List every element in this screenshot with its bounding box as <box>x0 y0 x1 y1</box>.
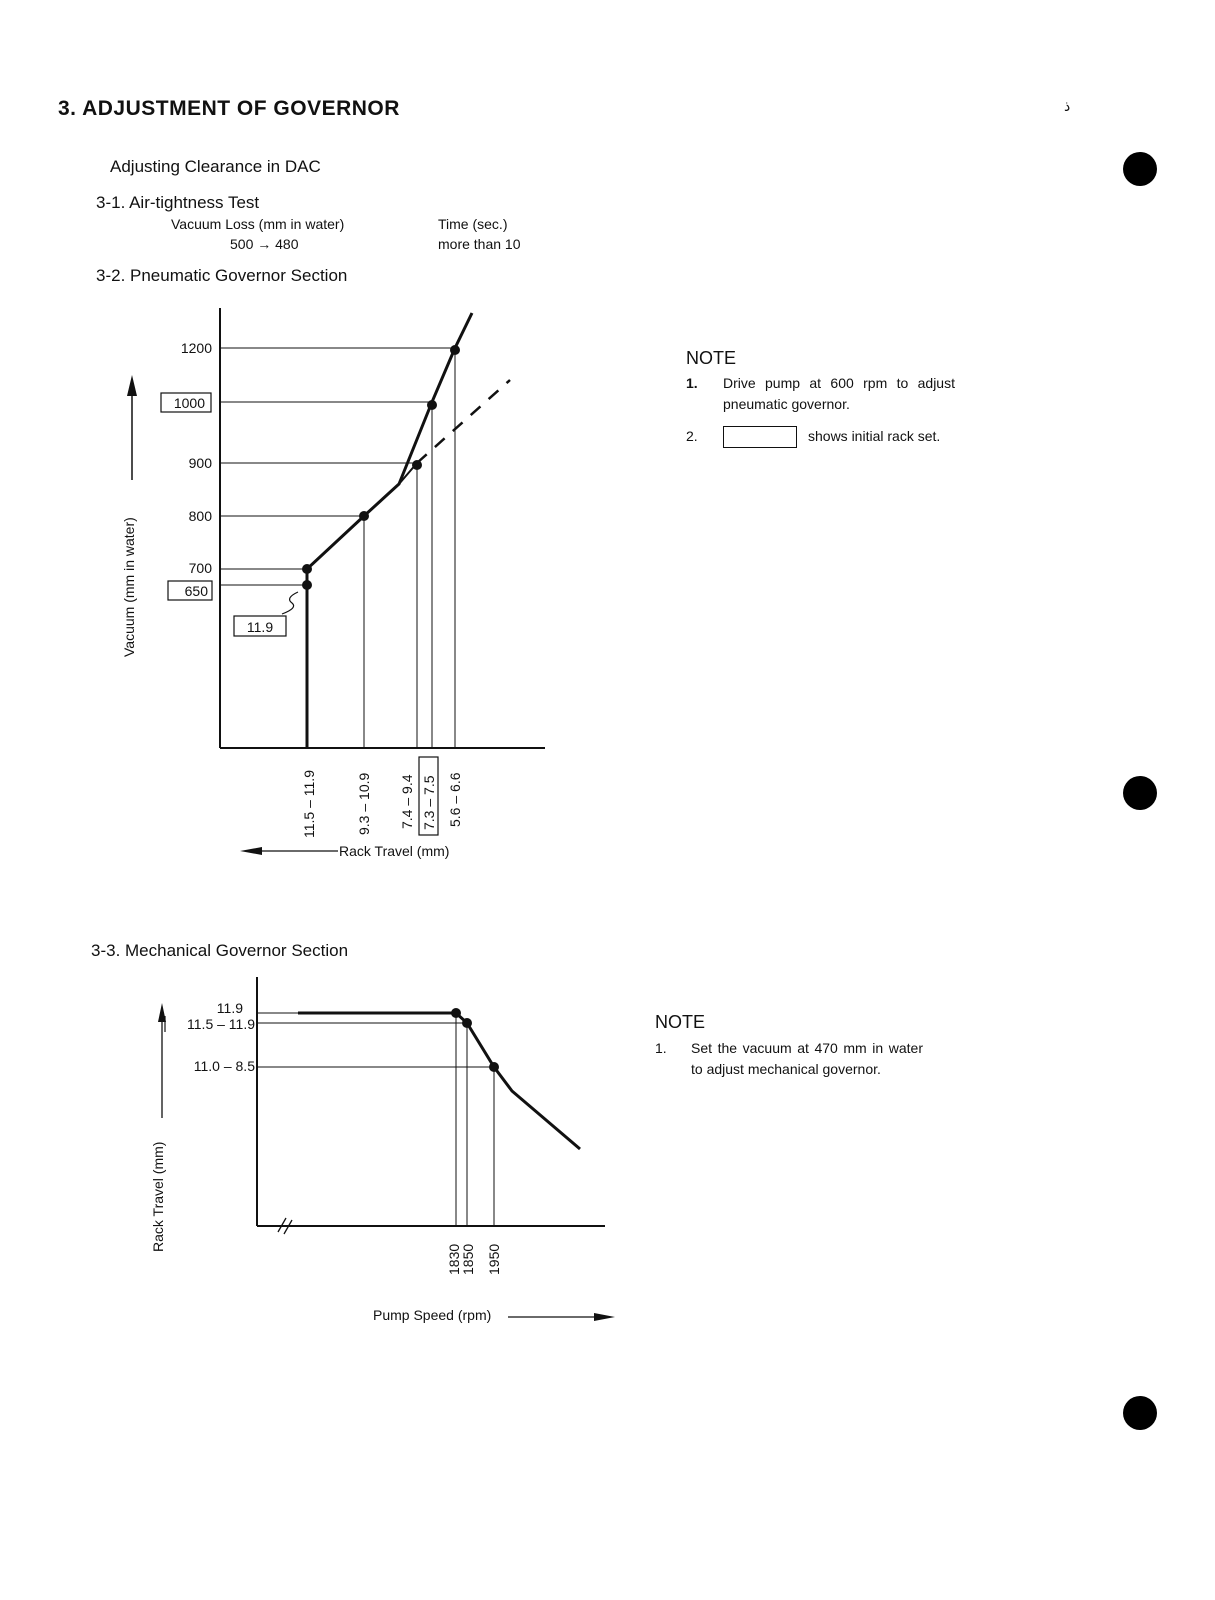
pneumatic-chart: Vacuum (mm in water) 1200 1000 900 800 7… <box>121 308 545 859</box>
punch-hole-bottom <box>1123 1396 1157 1430</box>
pneu-callout-box <box>233 615 287 637</box>
pneu-xtick-2: 9.3 – 10.9 <box>356 773 372 835</box>
mech-point-1830 <box>451 1008 461 1018</box>
mech-point-1950 <box>489 1062 499 1072</box>
section-title: 3. ADJUSTMENT OF GOVERNOR <box>58 97 400 120</box>
mech-ytick-11.9: 11.9 <box>217 1000 243 1016</box>
pneu-note-2-box <box>723 426 797 448</box>
pneu-point-650 <box>302 580 312 590</box>
pneu-ytick-650: 650 <box>185 583 209 599</box>
mech-point-1850 <box>462 1018 472 1028</box>
subtitle: Adjusting Clearance in DAC <box>110 157 321 176</box>
pneu-dashed-extension <box>416 379 511 464</box>
pneu-ylabel-arrowhead <box>127 375 137 396</box>
mech-xlabel-arrowhead <box>594 1313 615 1321</box>
mech-note-title: NOTE <box>655 1012 706 1032</box>
punch-hole-middle <box>1123 776 1157 810</box>
pneu-note-2-num: 2. <box>686 428 698 444</box>
mech-note-1-num: 1. <box>655 1040 667 1056</box>
mech-ylabel: Rack Travel (mm) <box>150 1142 166 1252</box>
mechanical-chart: Rack Travel (mm) 11.9 11.5 – 11.9 11.0 –… <box>150 977 615 1323</box>
mech-ytick-11.5: 11.5 – 11.9 <box>187 1016 255 1032</box>
pneu-xtick-5: 5.6 – 6.6 <box>447 772 463 827</box>
time-label: Time (sec.) <box>438 216 508 232</box>
mech-axis-break <box>277 1217 293 1235</box>
pneu-ytick-900: 900 <box>189 455 213 471</box>
vacuum-loss-label: Vacuum Loss (mm in water) <box>171 216 345 232</box>
pneu-point-1000 <box>427 400 437 410</box>
pneu-point-700 <box>302 564 312 574</box>
pneu-ytick-box-1000 <box>160 392 212 413</box>
pneu-ylabel: Vacuum (mm in water) <box>121 517 137 657</box>
pneu-xtick-1: 11.5 – 11.9 <box>301 770 317 838</box>
mech-xlabel: Pump Speed (rpm) <box>373 1307 491 1323</box>
pneu-callout-leader <box>281 591 299 615</box>
pneu-curve <box>305 312 474 585</box>
pneu-point-900 <box>412 460 422 470</box>
punch-hole-top <box>1123 152 1157 186</box>
time-value: more than 10 <box>438 236 521 252</box>
pneu-callout-label: 11.9 <box>247 619 273 635</box>
airtight-heading: 3-1. Air-tightness Test <box>96 193 260 212</box>
pneu-ytick-1000: 1000 <box>174 395 205 411</box>
pneu-ytick-800: 800 <box>189 508 213 524</box>
pneu-note-1-text: Drive pump at 600 rpm to adjust pneumati… <box>723 375 955 412</box>
mech-xtick-1850: 1850 <box>460 1244 476 1275</box>
mech-xtick-1830: 1830 <box>446 1244 462 1275</box>
pneu-point-800 <box>359 511 369 521</box>
pneu-xlabel: Rack Travel (mm) <box>339 843 449 859</box>
pneu-xtick-box-4 <box>418 756 439 836</box>
corner-mark: ذ <box>1064 98 1071 114</box>
pneu-ytick-1200: 1200 <box>181 340 212 356</box>
mech-ylabel-arrowhead <box>158 1003 166 1022</box>
pneu-note-1-num: 1. <box>686 375 698 391</box>
mech-curve <box>298 1011 581 1151</box>
mechanical-heading: 3-3. Mechanical Governor Section <box>91 941 349 960</box>
pneu-note-2-text: shows initial rack set. <box>808 428 941 444</box>
pneu-ytick-box-650 <box>167 580 213 601</box>
pneu-point-1200 <box>450 345 460 355</box>
mech-ytick-11.0: 11.0 – 8.5 <box>194 1058 255 1074</box>
pneu-xtick-3: 7.4 – 9.4 <box>399 774 415 829</box>
pneu-ytick-700: 700 <box>189 560 213 576</box>
pneu-xtick-4: 7.3 – 7.5 <box>421 775 437 830</box>
pneu-xlabel-arrowhead <box>240 847 262 855</box>
pneumatic-heading: 3-2. Pneumatic Governor Section <box>96 266 348 285</box>
vacuum-loss-value: 500 → 480 <box>230 236 299 252</box>
pneu-note-title: NOTE <box>686 348 737 368</box>
mech-note-1-text: Set the vacuum at 470 mm in water to adj… <box>691 1040 923 1077</box>
mech-xtick-1950: 1950 <box>486 1244 502 1275</box>
